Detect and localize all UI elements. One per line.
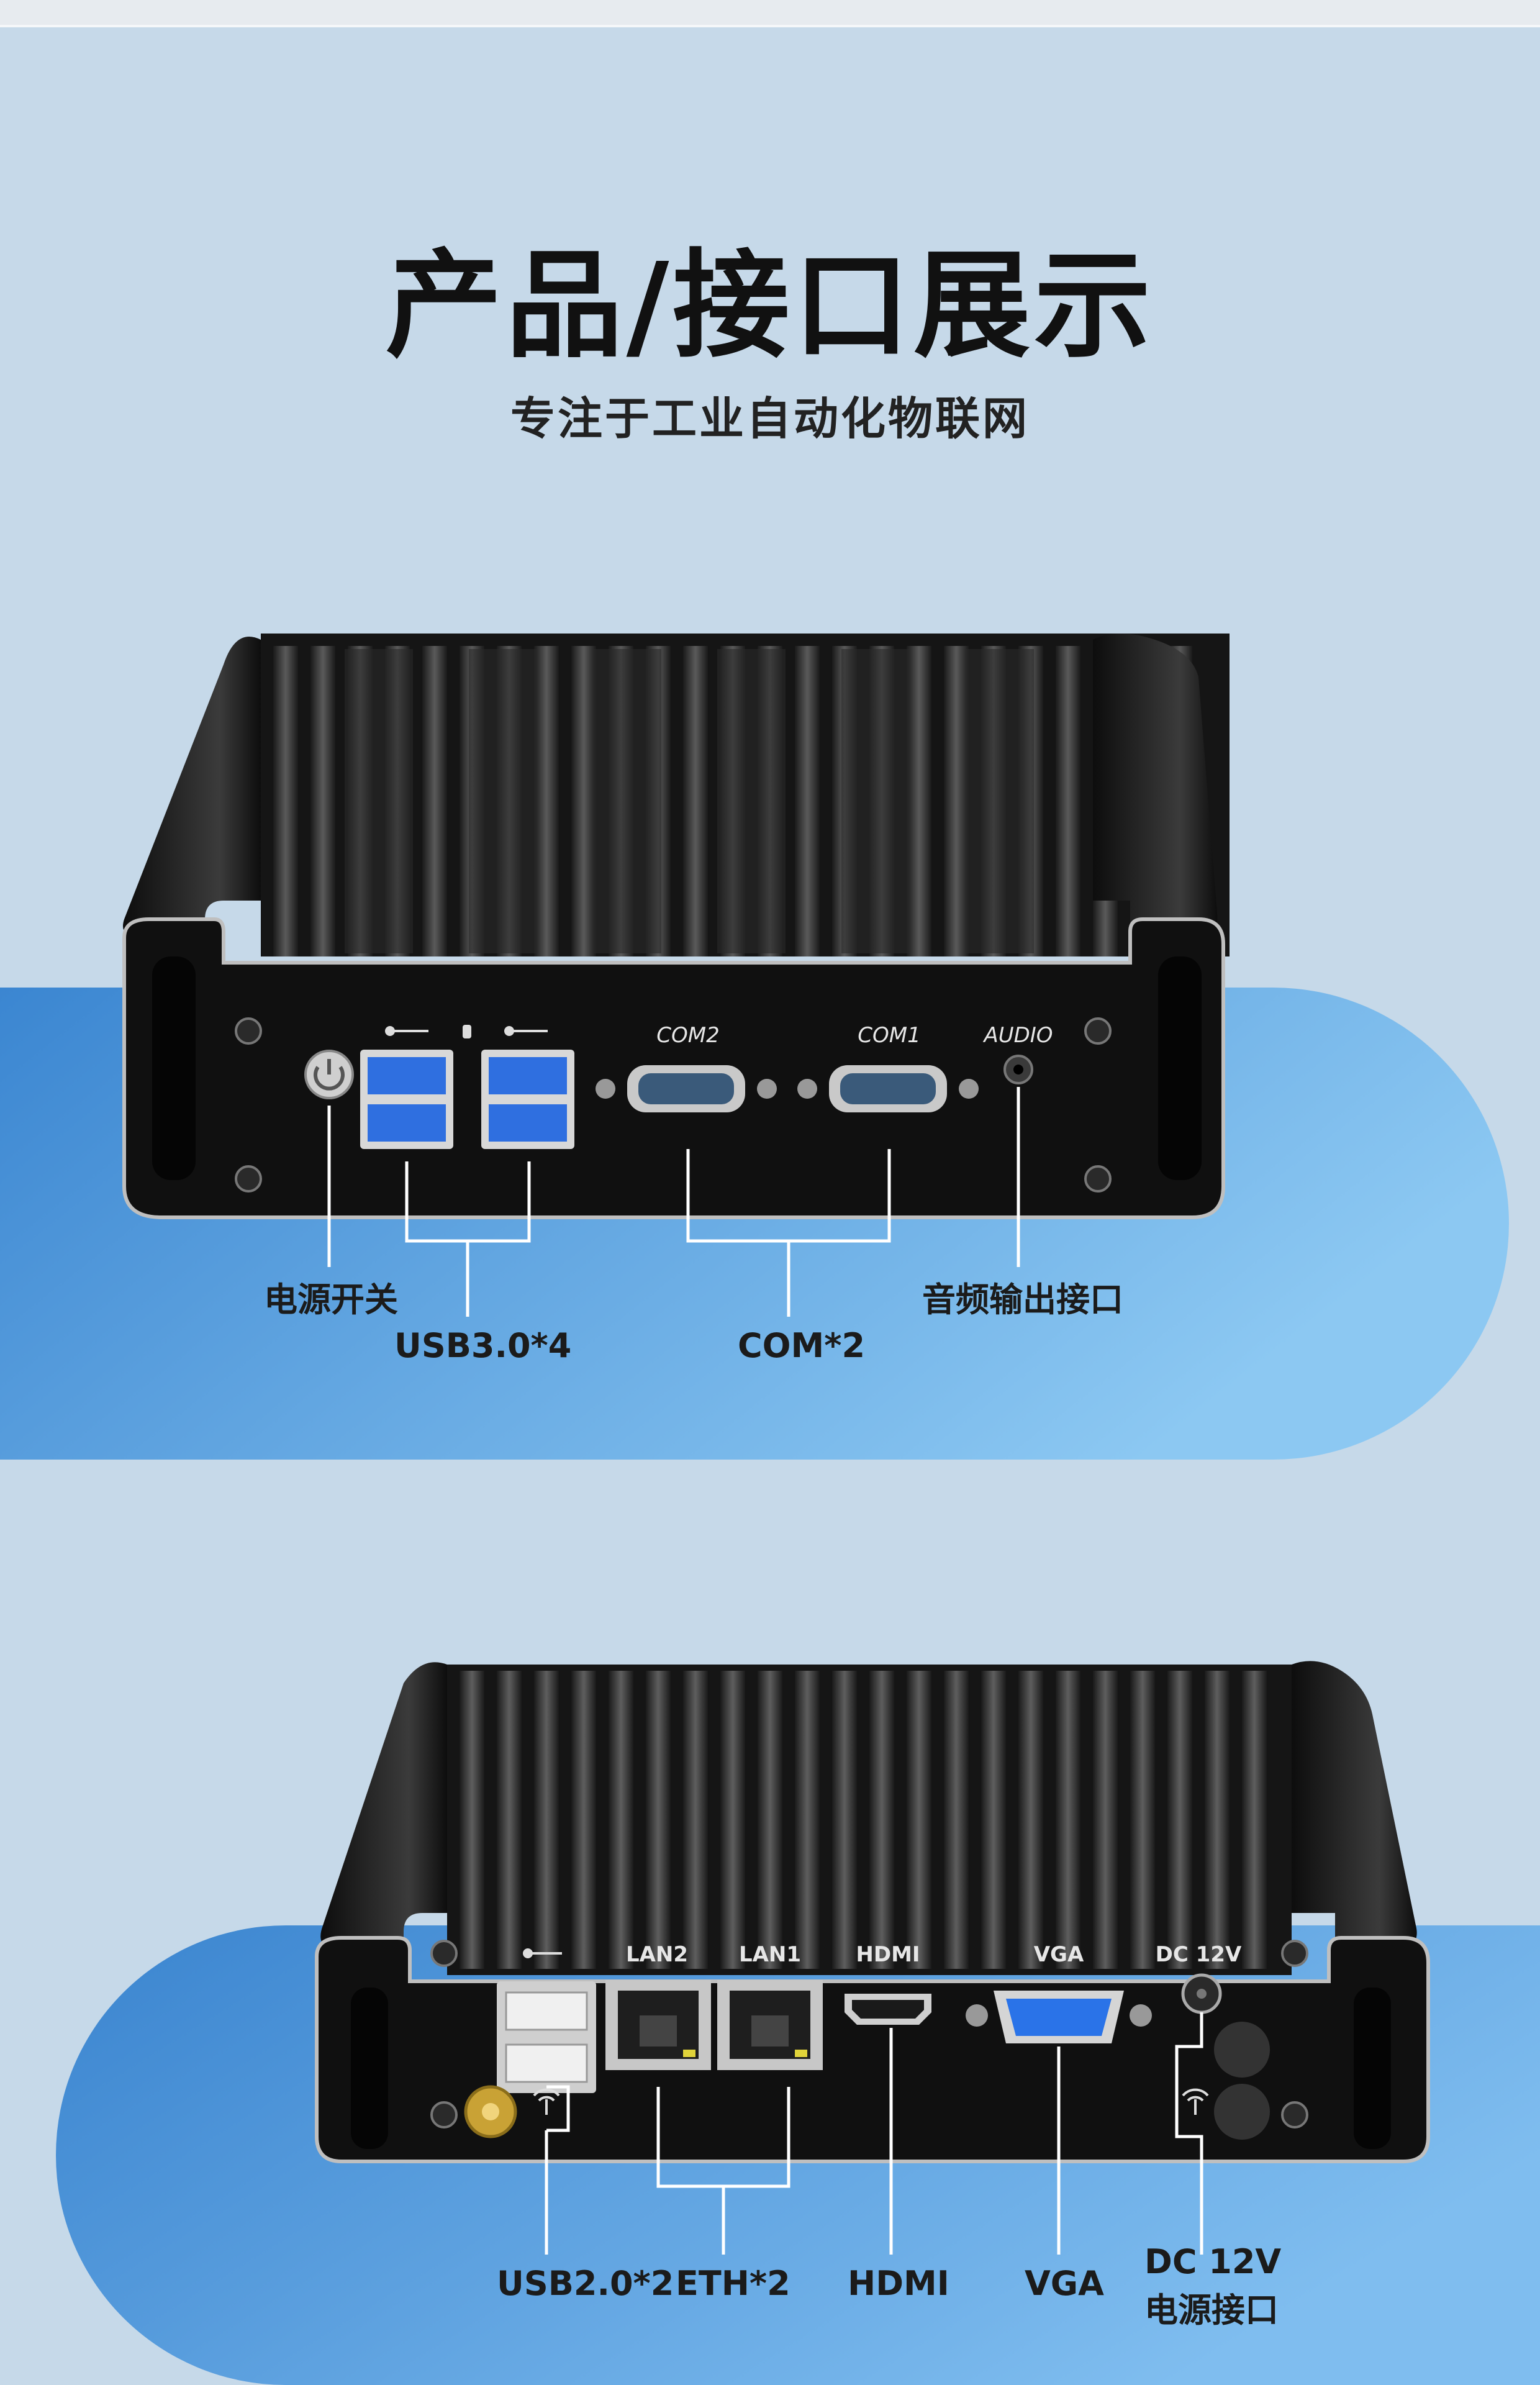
rear-left-bumper xyxy=(320,1662,447,1950)
lan2-label: LAN2 xyxy=(626,1942,688,1967)
hdmi-label: HDMI xyxy=(856,1942,920,1967)
com1-port xyxy=(797,1065,979,1112)
callout-com: COM*2 xyxy=(738,1326,866,1365)
front-device: COM2 COM1 AUDIO xyxy=(122,634,1230,1317)
com2-port xyxy=(596,1065,777,1112)
heatsink-fins xyxy=(261,634,1230,956)
usb-icon xyxy=(385,1026,548,1036)
callout-dc-line1: DC 12V xyxy=(1144,2242,1282,2281)
screw-icon xyxy=(430,1940,1308,2128)
callout-audio: 音频输出接口 xyxy=(922,1280,1123,1319)
rear-leader-lines xyxy=(545,2012,1203,2255)
power-icon xyxy=(304,1050,354,1099)
front-leader-lines xyxy=(327,1087,1020,1317)
com2-label: COM2 xyxy=(656,1023,719,1048)
lan1-port xyxy=(717,1980,823,2070)
hdmi-port xyxy=(845,1994,931,2025)
usb-icon xyxy=(523,1948,562,1958)
callout-vga: VGA xyxy=(1025,2264,1104,2303)
audio-label: AUDIO xyxy=(982,1023,1053,1048)
com1-label: COM1 xyxy=(858,1023,920,1048)
heatsink-fins-rear xyxy=(447,1665,1292,1975)
right-bumper xyxy=(1093,634,1218,938)
usb3-ports xyxy=(360,1050,574,1149)
usb2-ports xyxy=(497,1981,596,2093)
wifi-antenna-icon-right xyxy=(1182,2088,1209,2115)
callout-usb3: USB3.0*4 xyxy=(394,1326,572,1365)
brass-antenna-connector xyxy=(464,2085,517,2138)
lan2-port xyxy=(605,1980,711,2070)
page-title: 产品/接口展示 xyxy=(385,238,1155,374)
callout-eth: ETH*2 xyxy=(676,2264,790,2303)
callout-hdmi: HDMI xyxy=(848,2264,949,2303)
screw-icon xyxy=(235,1017,1112,1192)
lan1-label: LAN1 xyxy=(739,1942,801,1967)
dc-jack xyxy=(1181,1973,1222,2014)
vga-port xyxy=(966,1991,1152,2043)
top-bar xyxy=(0,0,1540,27)
callout-usb2: USB2.0*2 xyxy=(497,2264,674,2303)
wifi-antenna-icon xyxy=(533,2088,560,2115)
antenna-caps xyxy=(1214,2022,1270,2140)
callout-power: 电源开关 xyxy=(264,1280,398,1319)
audio-jack xyxy=(1003,1055,1033,1084)
rear-right-bumper xyxy=(1292,1661,1417,1950)
left-bumper xyxy=(123,637,261,938)
storage-icon xyxy=(463,1025,471,1038)
rear-device: LAN2 LAN1 HDMI VGA DC 12V xyxy=(315,1661,1430,2255)
callout-dc-line2: 电源接口 xyxy=(1144,2291,1279,2330)
dc-label: DC 12V xyxy=(1156,1942,1242,1967)
page-subtitle: 专注于工业自动化物联网 xyxy=(510,393,1030,445)
vga-label: VGA xyxy=(1034,1942,1084,1967)
